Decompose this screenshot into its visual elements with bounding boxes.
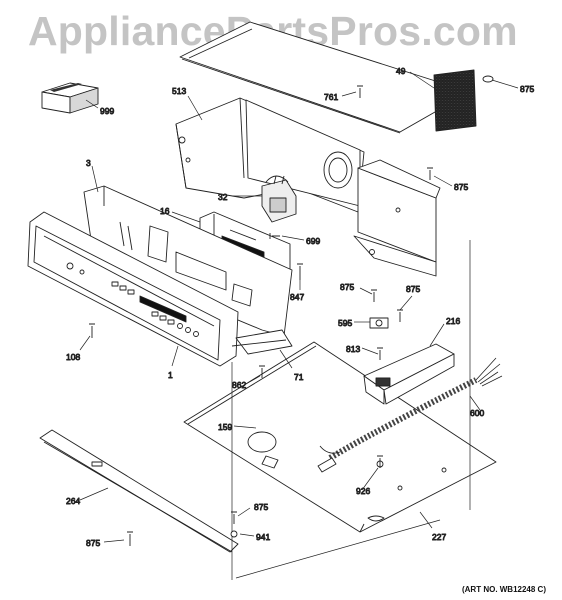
callout-labels: 999 513 3 32 16 699 847 761 49 875 875 8…	[66, 66, 535, 549]
part-600-wiring-harness	[317, 357, 503, 473]
part-1-front-control-panel	[27, 211, 239, 367]
part-999-box	[41, 82, 99, 114]
callout-32: 32	[218, 192, 228, 202]
part-49-vent-grille	[433, 69, 477, 132]
callout-999: 999	[100, 106, 114, 116]
part-71-trim-strip	[231, 329, 293, 355]
callout-216: 216	[446, 316, 460, 326]
callout-875-bracket: 875	[86, 538, 100, 548]
screws	[89, 75, 494, 546]
callout-49: 49	[396, 66, 406, 76]
callout-862: 862	[232, 380, 246, 390]
leader-lines	[79, 71, 519, 543]
rear-housing-frame	[175, 97, 441, 277]
callout-875-left: 875	[340, 282, 354, 292]
callout-3: 3	[86, 158, 91, 168]
callout-595: 595	[338, 318, 352, 328]
callout-227: 227	[432, 532, 446, 542]
callout-875-bottom: 875	[254, 502, 268, 512]
callout-1: 1	[168, 370, 173, 380]
callout-875-side: 875	[454, 182, 468, 192]
part-216-cover	[363, 343, 455, 405]
callout-941: 941	[256, 532, 270, 542]
callout-875-vent: 875	[520, 84, 534, 94]
part-595-bracket	[369, 317, 389, 329]
callout-71: 71	[294, 372, 304, 382]
base-plate	[183, 341, 497, 533]
part-264-bottom-bracket	[39, 429, 239, 553]
part-32-relay	[261, 175, 297, 223]
art-number: (ART NO. WB12248 C)	[461, 585, 546, 594]
callout-847: 847	[290, 292, 304, 302]
callout-159: 159	[218, 422, 232, 432]
callout-16: 16	[160, 206, 170, 216]
callout-600: 600	[470, 408, 484, 418]
callout-926: 926	[356, 486, 370, 496]
callout-264: 264	[66, 496, 80, 506]
callout-699: 699	[306, 236, 320, 246]
callout-108: 108	[66, 352, 80, 362]
callout-761: 761	[324, 92, 338, 102]
callout-813: 813	[346, 344, 360, 354]
callout-875-right: 875	[406, 284, 420, 294]
callout-513: 513	[172, 86, 186, 96]
